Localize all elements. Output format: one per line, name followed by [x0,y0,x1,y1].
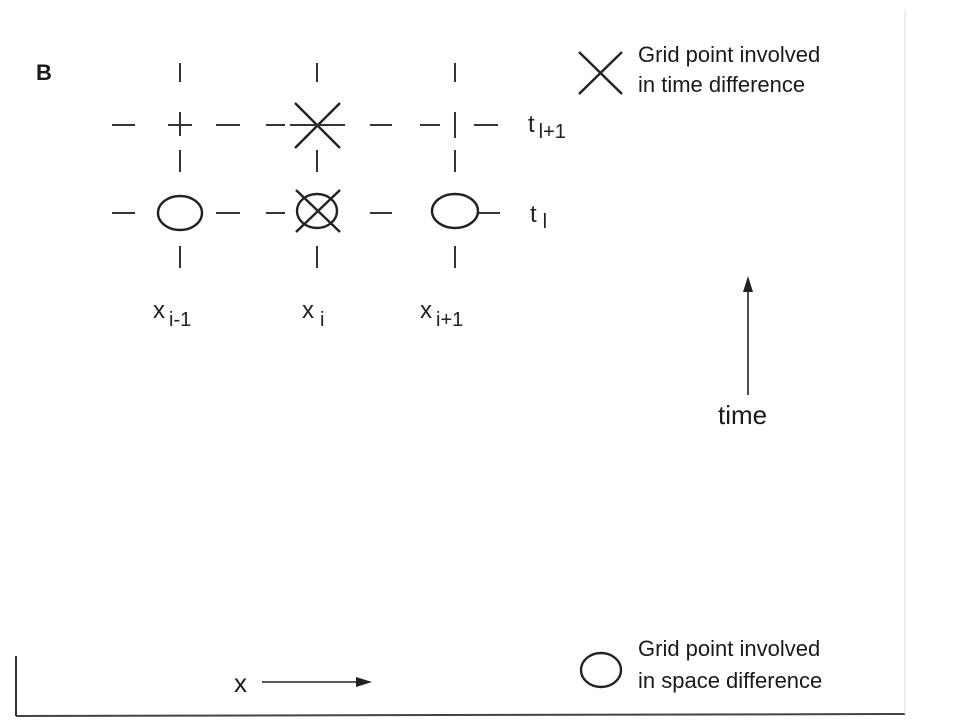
upper-row-markers [168,102,456,149]
time-axis: time [718,276,767,430]
x-axis: x [234,668,372,698]
time-axis-label: time [718,400,767,430]
grid-point-xi-1-tl+1-plus [168,112,192,136]
grid-point-xi-tl+1-cross [290,102,345,149]
arrow-right-icon [356,677,372,687]
panel-label: B [36,60,52,85]
grid-point-xi+1-tl-circle [430,192,480,230]
legend-space-line2: in space difference [638,668,822,693]
x-axis-label: x [234,668,247,698]
grid-lines [112,63,500,268]
cross-icon [578,51,623,95]
legend-space-difference: Grid point involved in space difference [579,636,822,693]
legend-time-line1: Grid point involved [638,42,820,67]
scan-border [15,10,906,717]
legend-time-line2: in time difference [638,72,805,97]
grid-point-xi-tl-cross-circle [295,189,341,233]
circle-icon [579,651,623,689]
grid-point-xi-1-tl-circle [156,194,204,232]
lower-row-markers [156,189,480,233]
legend-time-difference: Grid point involved in time difference [578,42,820,97]
arrow-up-icon [743,276,753,292]
legend-space-line1: Grid point involved [638,636,820,661]
